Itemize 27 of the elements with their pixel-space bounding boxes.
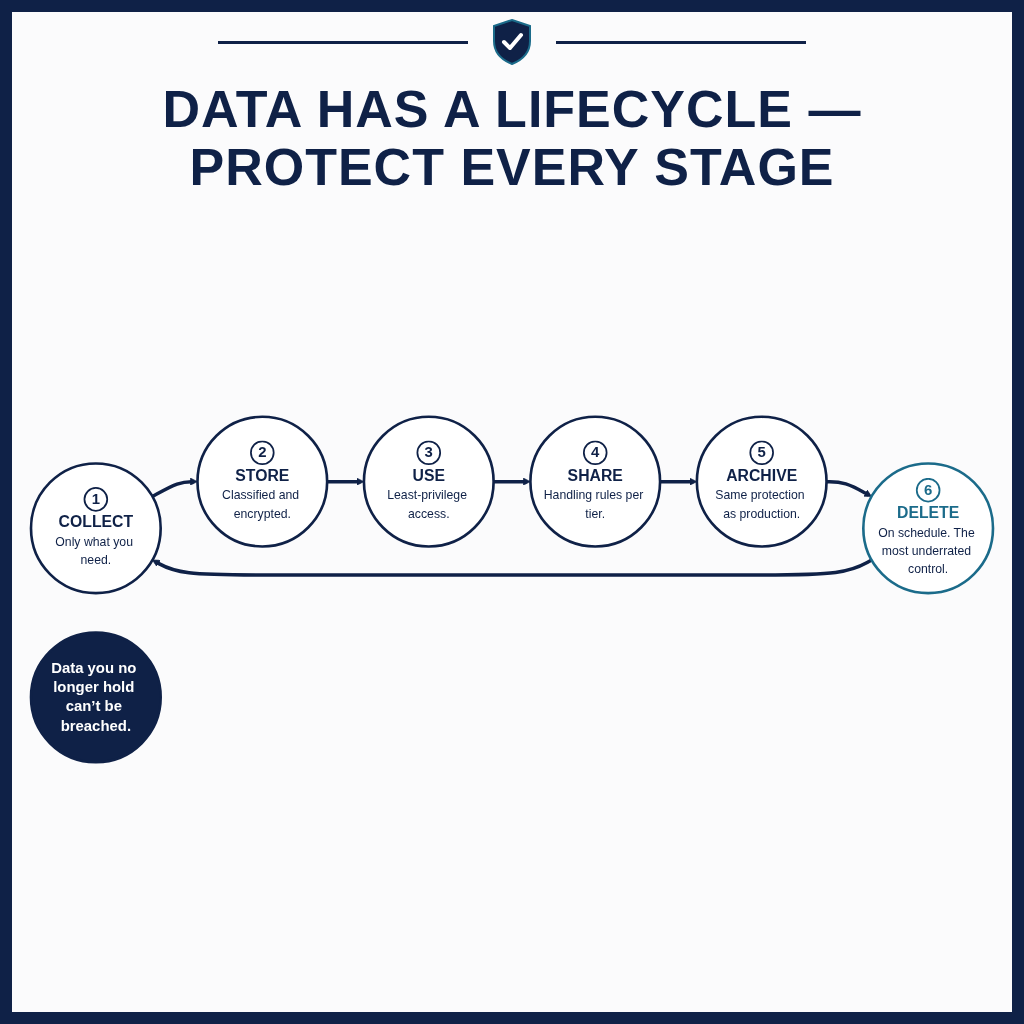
arrow <box>151 477 198 499</box>
stage-heading: USE <box>412 466 445 485</box>
stage-heading: ARCHIVE <box>726 466 798 485</box>
arrow <box>327 477 365 486</box>
stage-heading: SHARE <box>567 466 623 485</box>
stage-circle <box>529 415 662 548</box>
message-circle <box>29 631 162 764</box>
arrow <box>152 558 873 577</box>
arrow <box>660 477 698 486</box>
stage-circle <box>196 415 329 548</box>
stage-description: On schedule. The most underrated control. <box>878 525 976 577</box>
arrow <box>826 479 872 497</box>
stage-circle <box>29 462 162 595</box>
stage-description: Least-privilege access. <box>387 487 468 521</box>
stage-circle <box>862 462 995 595</box>
core-message: Data you no longer hold can’t be breached. <box>51 659 138 735</box>
stage-description: Same protection as production. <box>715 487 806 521</box>
stage-circle <box>695 415 828 548</box>
stage-heading: DELETE <box>897 504 960 522</box>
stage-description: Classified and encrypted. <box>222 487 301 521</box>
stage-description: Only what you need. <box>55 534 134 567</box>
arrow <box>493 477 531 486</box>
stage-heading: STORE <box>235 466 290 485</box>
title: DATA HAS A LIFECYCLE — PROTECT EVERY STAGE <box>161 80 863 197</box>
stage-heading: COLLECT <box>58 513 134 531</box>
stage-description: Handling rules per tier. <box>543 487 645 521</box>
stage-circle <box>362 415 495 548</box>
